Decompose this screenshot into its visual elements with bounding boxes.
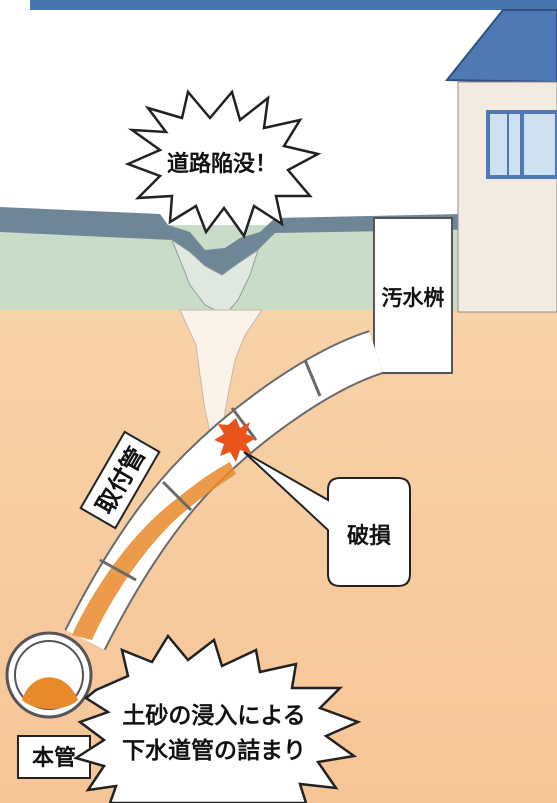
clog-label-line2: 下水道管の詰まり (122, 737, 306, 764)
damage-callout: 破損 (243, 451, 411, 587)
clog-label-line1: 土砂の浸入による (122, 703, 305, 729)
main-pipe-label: 本管 (32, 745, 76, 771)
pipe-shape (64, 330, 384, 651)
house-shape (444, 9, 557, 313)
burst-callout-shape: 道路陥没！ (124, 89, 322, 239)
damage-label: 破損 (347, 523, 392, 549)
collapse-hole (170, 238, 259, 316)
damage-burst (214, 418, 256, 462)
main-pipe (5, 631, 93, 719)
pipe-sediment (72, 462, 236, 640)
sewage-basin (373, 217, 453, 374)
road-collapse-label: 道路陥没！ (167, 151, 277, 177)
sewage-basin-label: 汚水桝 (382, 286, 445, 310)
clog-callout: 土砂の浸入による 下水道管の詰まり (72, 633, 362, 803)
top-bar (30, 0, 557, 10)
